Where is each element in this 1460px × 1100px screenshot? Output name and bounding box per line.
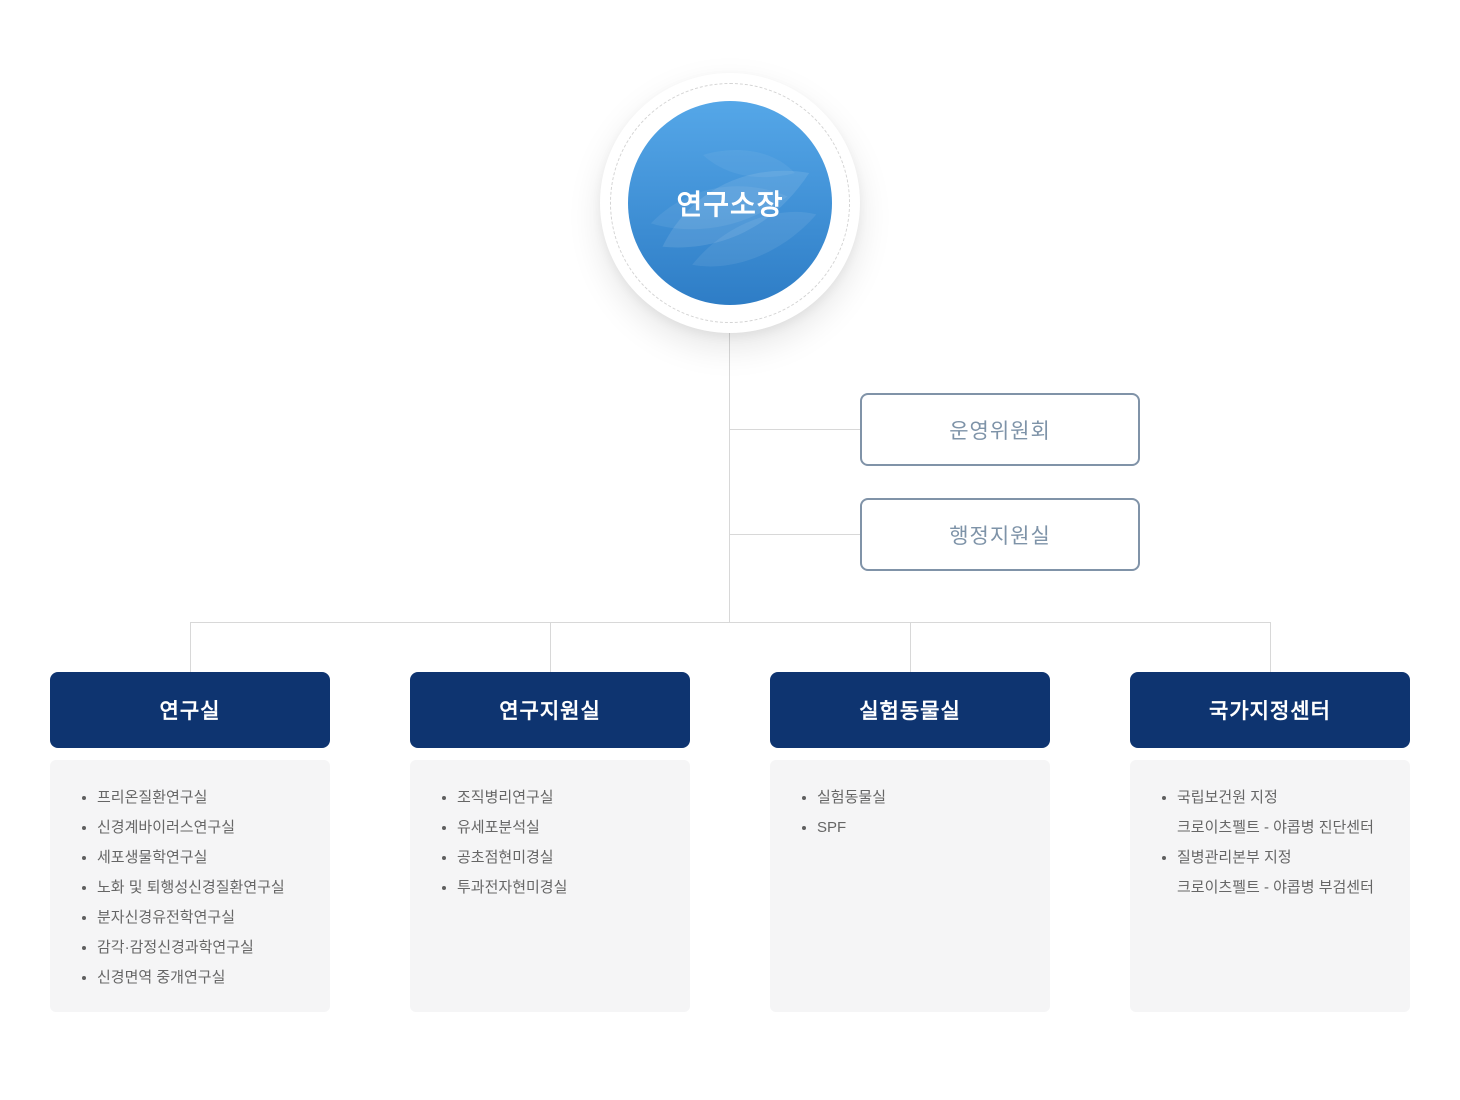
bullet-dot-icon xyxy=(82,976,86,980)
bullet-dot-icon xyxy=(442,856,446,860)
org-list-item-text: 노화 및 퇴행성신경질환연구실 xyxy=(97,879,285,896)
org-list-item: 실험동물실 xyxy=(802,783,1032,813)
director-circle: 연구소장 xyxy=(628,101,832,305)
column-header: 실험동물실 xyxy=(770,672,1050,748)
bullet-dot-icon xyxy=(82,856,86,860)
org-list-item-text: 투과전자현미경실 xyxy=(457,879,568,896)
org-list-item: 노화 및 퇴행성신경질환연구실 xyxy=(82,873,312,903)
emblem-swirl-icon xyxy=(650,150,817,267)
director-label: 연구소장 xyxy=(676,189,784,220)
column-lab-animal: 실험동물실 실험동물실 SPF xyxy=(770,672,1050,1012)
bullet-dot-icon xyxy=(802,796,806,800)
org-list-item: 조직병리연구실 xyxy=(442,783,672,813)
org-list-item: 공초점현미경실 xyxy=(442,843,672,873)
bullet-dot-icon xyxy=(442,826,446,830)
org-list-item-text: 세포생물학연구실 xyxy=(97,849,208,866)
org-list-item-text: 프리온질환연구실 xyxy=(97,789,208,806)
committee-box-steering: 운영위원회 xyxy=(860,393,1140,466)
column-item-list: 실험동물실 SPF xyxy=(770,760,1050,843)
connector-line-committee-1 xyxy=(729,429,860,430)
org-list-item-text: 신경계바이러스연구실 xyxy=(97,819,236,836)
bullet-dot-icon xyxy=(802,826,806,830)
org-list-item-text: 감각·감정신경과학연구실 xyxy=(97,939,254,956)
committee-label: 행정지원실 xyxy=(949,524,1051,548)
column-header: 연구실 xyxy=(50,672,330,748)
org-list-item-text: 실험동물실 xyxy=(817,789,887,806)
org-list-item: 프리온질환연구실 xyxy=(82,783,312,813)
committee-box-admin-support: 행정지원실 xyxy=(860,498,1140,571)
org-list-item: 신경계바이러스연구실 xyxy=(82,813,312,843)
org-list-item: 분자신경유전학연구실 xyxy=(82,903,312,933)
org-list-item-text: 조직병리연구실 xyxy=(457,789,554,806)
org-list-item: SPF xyxy=(802,813,1032,843)
connector-line-drop-4 xyxy=(1270,622,1271,673)
bullet-dot-icon xyxy=(82,916,86,920)
org-list-item-text: 신경면역 중개연구실 xyxy=(97,969,226,986)
bullet-dot-icon xyxy=(1162,796,1166,800)
column-header: 국가지정센터 xyxy=(1130,672,1410,748)
connector-line-drop-1 xyxy=(190,622,191,673)
director-node: 연구소장 xyxy=(600,73,860,333)
org-list-item: 유세포분석실 xyxy=(442,813,672,843)
column-panel: 실험동물실 SPF xyxy=(770,760,1050,1012)
committee-label: 운영위원회 xyxy=(949,419,1051,443)
connector-line-committee-2 xyxy=(729,534,860,535)
bullet-dot-icon xyxy=(82,796,86,800)
connector-line-drop-3 xyxy=(910,622,911,673)
org-list-item: 감각·감정신경과학연구실 xyxy=(82,933,312,963)
bullet-dot-icon xyxy=(82,886,86,890)
bullet-dot-icon xyxy=(442,886,446,890)
bullet-dot-icon xyxy=(82,946,86,950)
bullet-dot-icon xyxy=(442,796,446,800)
connector-line-drop-2 xyxy=(550,622,551,673)
bullet-dot-icon xyxy=(1162,856,1166,860)
connector-line-director-vertical xyxy=(729,333,730,622)
org-list-item: 세포생물학연구실 xyxy=(82,843,312,873)
connector-line-horizontal-main xyxy=(190,622,1270,623)
org-list-item-text: SPF xyxy=(817,819,847,836)
column-header: 연구지원실 xyxy=(410,672,690,748)
org-list-item: 투과전자현미경실 xyxy=(442,873,672,903)
org-list-item-text: 공초점현미경실 xyxy=(457,849,554,866)
dashed-ring xyxy=(610,83,850,323)
bullet-dot-icon xyxy=(82,826,86,830)
org-list-item-text: 분자신경유전학연구실 xyxy=(97,909,236,926)
org-list-item: 신경면역 중개연구실 xyxy=(82,963,312,993)
org-list-item-text: 유세포분석실 xyxy=(457,819,540,836)
